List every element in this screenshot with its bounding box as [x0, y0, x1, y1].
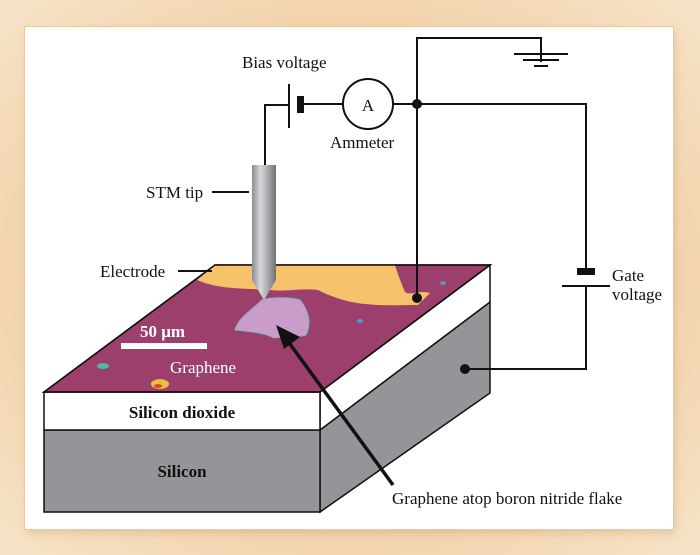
gate-voltage-label-line1: Gate	[612, 266, 644, 285]
speck	[357, 319, 363, 323]
electrode-contact	[412, 293, 422, 303]
stm-tip-label: STM tip	[146, 183, 203, 202]
ammeter-symbol: A	[362, 96, 375, 115]
silicon-contact	[460, 364, 470, 374]
bias-voltage-label: Bias voltage	[242, 53, 327, 72]
gate-battery-short-plate	[577, 268, 595, 275]
silicon-dioxide-label: Silicon dioxide	[129, 403, 236, 422]
stm-tip	[252, 165, 276, 300]
speck	[440, 281, 446, 285]
battery-short-plate	[297, 96, 304, 113]
gate-wire-bottom	[465, 286, 587, 370]
top-face-outline	[41, 264, 493, 393]
speck	[154, 384, 162, 388]
silicon-label: Silicon	[157, 462, 207, 481]
tip-wire	[264, 104, 289, 165]
ground-wire	[416, 37, 542, 104]
arrowhead-icon	[276, 325, 300, 349]
flake-callout-arrow	[285, 338, 395, 487]
gate-voltage-label-line2: voltage	[612, 285, 662, 304]
speck	[97, 363, 109, 369]
scale-bar-label: 50 μm	[140, 322, 185, 341]
graphene-label: Graphene	[170, 358, 236, 377]
electrode-label: Electrode	[100, 262, 165, 281]
scale-bar	[121, 343, 207, 349]
gate-wire-top	[417, 103, 587, 268]
flake-callout-label: Graphene atop boron nitride flake	[392, 489, 622, 508]
ammeter-label: Ammeter	[330, 133, 395, 152]
